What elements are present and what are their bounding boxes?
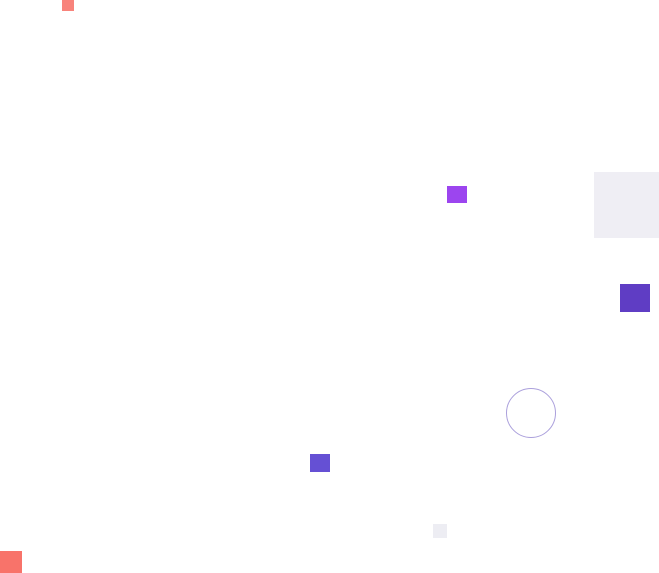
bottom-left-accent-square	[0, 551, 22, 573]
top-left-accent-square	[62, 0, 74, 11]
small-gray-square	[433, 524, 447, 538]
upper-violet-square	[447, 186, 467, 203]
outlined-circle	[506, 388, 556, 438]
lower-violet-square	[310, 454, 330, 472]
right-indigo-square	[620, 284, 650, 312]
right-lavender-panel	[594, 172, 659, 238]
